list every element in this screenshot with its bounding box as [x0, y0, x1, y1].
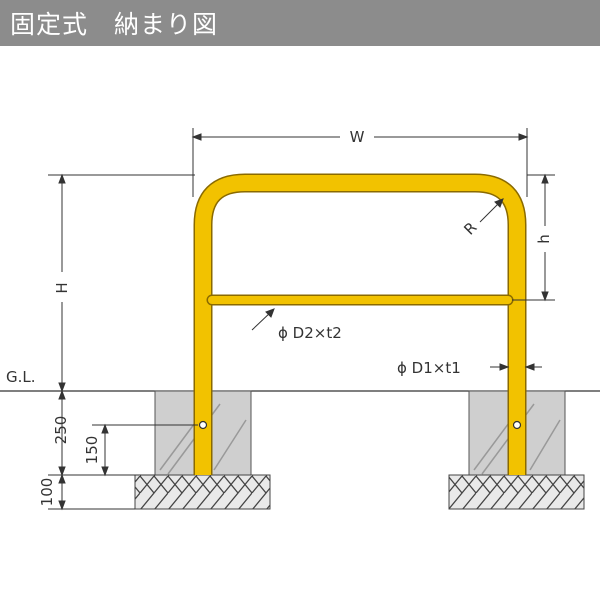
right-gravel-base	[448, 474, 585, 510]
bar-height-dimension	[512, 173, 555, 302]
main-pipe-spec-label: ϕ D1×t1	[397, 359, 461, 377]
crossbar-callout	[251, 308, 275, 331]
embed-depth-dimension	[48, 389, 155, 477]
height-dimension	[48, 173, 195, 393]
embed-depth-label: 250	[52, 416, 70, 445]
left-pin	[198, 420, 208, 430]
bar-height-label: h	[535, 234, 553, 244]
crossbar-spec-label: ϕ D2×t2	[278, 324, 342, 342]
width-dimension	[191, 128, 529, 197]
pin-depth-label: 150	[83, 436, 101, 465]
right-pin	[512, 420, 522, 430]
radius-callout	[479, 198, 504, 223]
width-label: W	[350, 128, 365, 146]
header-bar: 固定式 納まり図	[0, 0, 600, 46]
base-depth-dimension	[48, 473, 135, 511]
page-title: 固定式 納まり図	[10, 10, 219, 39]
main-pipe-callout	[490, 363, 542, 371]
left-gravel-base	[134, 474, 271, 510]
radius-label: R	[460, 218, 480, 238]
bollard-tube	[195, 175, 525, 475]
base-depth-label: 100	[38, 478, 56, 507]
height-label: H	[53, 282, 71, 293]
bollard	[193, 173, 527, 475]
pin-depth-dimension	[92, 423, 198, 477]
ground-level-label: G.L.	[6, 368, 36, 386]
